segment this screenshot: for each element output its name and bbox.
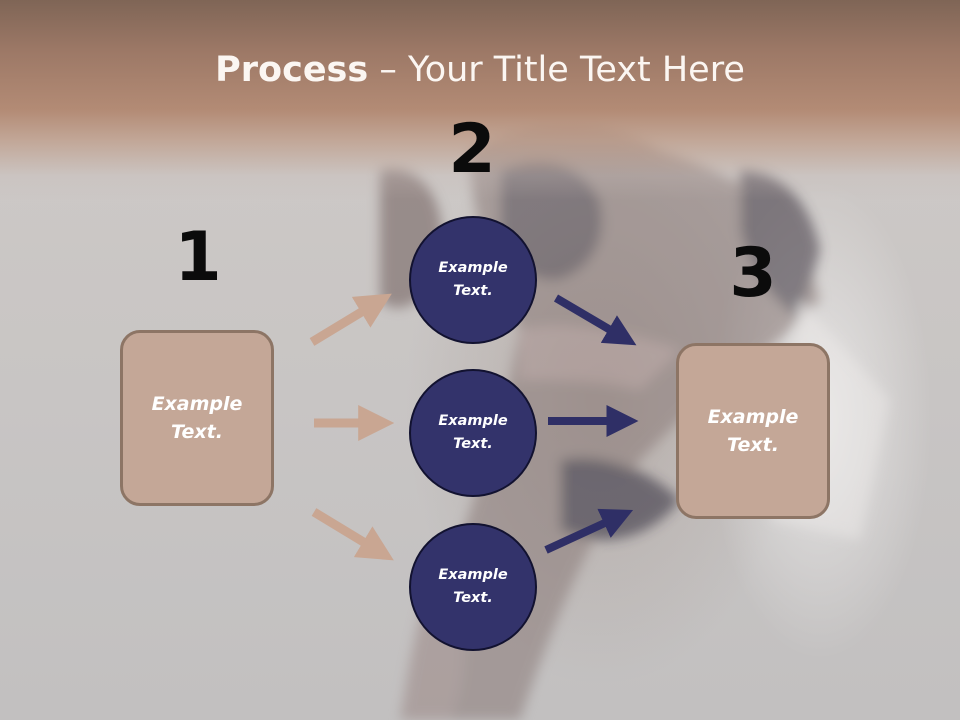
- step-number-1: 1: [174, 218, 222, 297]
- step-1-box: Example Text.: [120, 330, 274, 506]
- arrow-top-to-3: [553, 294, 637, 346]
- step-3-box: Example Text.: [676, 343, 830, 519]
- title-rest: – Your Title Text Here: [368, 50, 745, 90]
- step-2-circle-top: Example Text.: [409, 216, 537, 344]
- step-3-text: Example Text.: [707, 405, 799, 457]
- header-band: [0, 0, 960, 200]
- step-2-circle-bottom: Example Text.: [409, 523, 537, 651]
- arrow-1-to-top: [309, 293, 392, 346]
- step-2-circle-middle: Example Text.: [409, 369, 537, 497]
- step-1-text: Example Text.: [151, 392, 243, 444]
- step-number-3: 3: [729, 234, 777, 313]
- step-number-2: 2: [448, 110, 496, 189]
- circle-bottom-text: Example Text.: [438, 566, 508, 606]
- slide-title: Process – Your Title Text Here: [0, 50, 960, 90]
- circle-middle-text: Example Text.: [438, 412, 508, 452]
- arrow-1-to-bottom: [311, 508, 394, 561]
- circle-top-text: Example Text.: [438, 259, 508, 299]
- arrow-bottom-to-3: [544, 508, 634, 554]
- title-bold: Process: [215, 50, 369, 90]
